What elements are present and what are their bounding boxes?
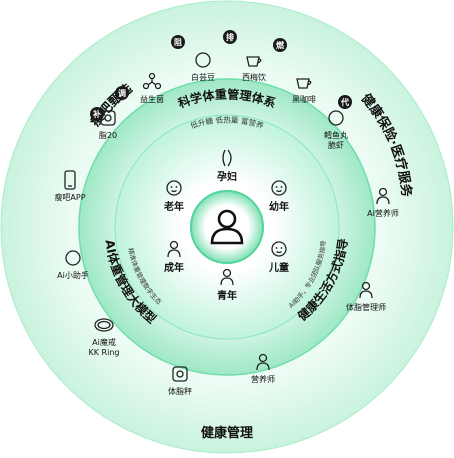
adult-icon	[167, 240, 181, 258]
dietitian-icon	[256, 353, 270, 371]
outer-item-label: 白芸豆	[191, 72, 215, 82]
outer-item-1: 白芸豆	[191, 52, 215, 82]
inner-group-label: 儿童	[268, 261, 289, 274]
badges: 阻 排燃代 调补	[90, 30, 352, 121]
outer-item-label: 体脂秤	[168, 386, 192, 396]
outer-item-label: 鳕鱼丸	[324, 130, 348, 140]
outer-item-10: Ai小助手	[57, 250, 89, 280]
outer-item-label: 体脂管理师	[346, 302, 386, 312]
outer-item-label: 脆虾	[328, 140, 344, 150]
badge-4: 调	[115, 86, 129, 100]
badge-circle	[115, 86, 129, 100]
young-person-icon	[220, 268, 234, 286]
inner-group-label: 成年	[164, 261, 184, 274]
inner-group-5: 老年	[163, 180, 184, 213]
outer-bottom-title: 健康管理	[201, 425, 253, 441]
ai-dietitian-icon	[376, 187, 390, 205]
body-fat-scale-icon	[172, 366, 188, 382]
badge-circle	[90, 107, 104, 121]
coffee-cup-icon	[296, 78, 312, 89]
badge-3: 代	[338, 95, 352, 109]
inner-group-label: 幼年	[269, 200, 289, 213]
badge-label: 阻	[174, 38, 182, 47]
inner-group-2: 儿童	[268, 241, 289, 274]
outer-item-label: 瘦吧APP	[54, 192, 85, 202]
inner-group-4: 成年	[164, 240, 184, 274]
inner-ring-border	[114, 114, 340, 340]
outer-item-3: 黑咖啡	[292, 78, 316, 104]
inner-group-1: 幼年	[269, 180, 289, 213]
ai-assistant-icon	[65, 250, 81, 266]
outer-item-5: Ai营养师	[367, 187, 399, 218]
body-fat-manager-icon	[359, 281, 373, 299]
probiotic-molecule-icon	[142, 72, 162, 90]
outer-item-6: 体脂管理师	[346, 281, 386, 312]
user-icon	[210, 209, 244, 245]
badge-circle	[223, 30, 237, 44]
outer-item-label: Ai小助手	[57, 270, 89, 280]
child-face-icon	[271, 241, 287, 257]
outer-item-label: 益生菌	[140, 94, 164, 104]
badge-5: 补	[90, 107, 104, 121]
outer-item-label: KK Ring	[89, 348, 120, 357]
outer-item-label: 黑咖啡	[292, 94, 316, 104]
badge-1: 排	[223, 30, 237, 44]
outer-item-7: 营养师	[251, 353, 275, 384]
inner-group-label: 老年	[163, 200, 184, 213]
badge-2: 燃	[273, 38, 287, 52]
inner-group-label: 青年	[217, 289, 237, 302]
outer-item-label: Ai营养师	[367, 208, 399, 218]
badge-label: 燃	[276, 40, 285, 50]
inner-group-3: 青年	[217, 268, 237, 302]
smart-ring-icon	[94, 318, 114, 332]
outer-items: 益生菌白芸豆西梅饮黑咖啡鳕鱼丸脆虾Ai营养师体脂管理师营养师体脂秤Ai魔戒KK …	[54, 52, 399, 396]
elder-face-icon	[166, 180, 182, 196]
outer-item-label: Ai魔戒	[92, 337, 116, 347]
prune-drink-icon	[246, 56, 262, 67]
outer-item-0: 益生菌	[140, 72, 164, 104]
badge-circle	[273, 38, 287, 52]
badge-label: 补	[92, 109, 101, 119]
fish-shrimp-icon	[328, 110, 344, 126]
outer-item-label: 脂20	[99, 130, 117, 140]
inner-group-0: 孕妇	[217, 149, 237, 183]
badge-label: 排	[226, 32, 234, 42]
badge-circle	[171, 35, 185, 49]
badge-label: 代	[340, 97, 349, 107]
toddler-face-icon	[271, 180, 287, 196]
inner-group-label: 孕妇	[217, 170, 237, 183]
app-phone-icon	[64, 170, 76, 190]
outer-item-label: 西梅饮	[242, 72, 266, 82]
outer-item-11: 瘦吧APP	[54, 170, 86, 202]
pregnant-icon	[222, 149, 232, 167]
outer-item-2: 西梅饮	[242, 56, 266, 82]
badge-0: 阻	[171, 35, 185, 49]
outer-item-label: 营养师	[251, 374, 275, 384]
outer-item-8: 体脂秤	[168, 366, 192, 396]
middle-ring-border	[78, 78, 376, 376]
badge-label: 调	[118, 88, 126, 98]
bean-icon	[195, 52, 211, 68]
badge-circle	[338, 95, 352, 109]
